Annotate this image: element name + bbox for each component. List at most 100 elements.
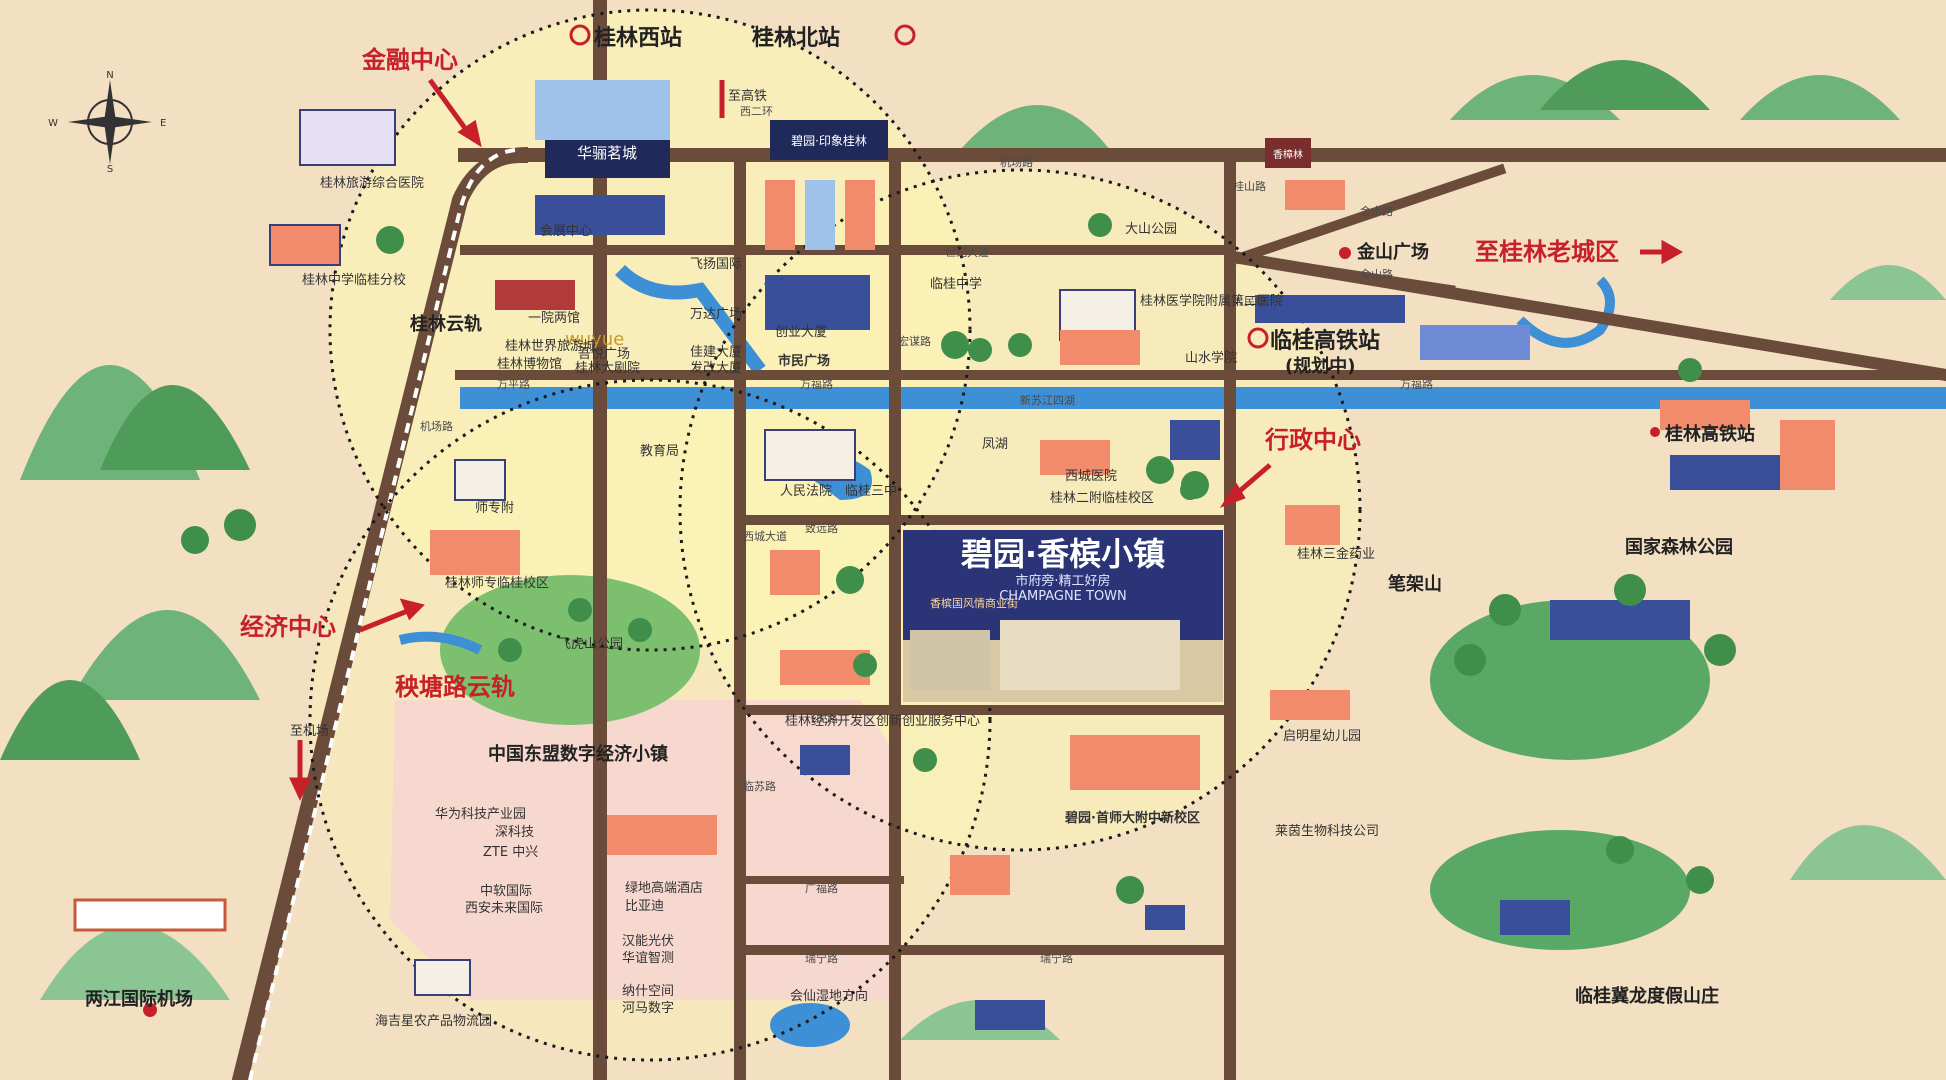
place-asean-town: 中国东盟数字经济小镇: [488, 743, 668, 765]
project-panel[interactable]: 碧园·香槟小镇 市府旁·精工好房 CHAMPAGNE TOWN 香槟国风情商业街: [903, 530, 1223, 702]
road-ruining-right: 瑞宁路: [1040, 951, 1073, 965]
place-haiji: 海吉星农产品物流园: [375, 1014, 492, 1029]
place-byd: 比亚迪: [625, 899, 664, 914]
place-shenke: 深科技: [495, 825, 534, 840]
place-longdu: 临桂冀龙度假山庄: [1575, 985, 1719, 1007]
place-chuangye: 创业大厦: [775, 325, 827, 340]
place-lingui-middle: 临桂中学: [930, 276, 982, 292]
place-tourism-hospital: 桂林旅游综合医院: [320, 176, 424, 191]
admin-center-label: 行政中心: [1264, 426, 1361, 454]
qiutang-rail-label: 秧塘路云轨: [395, 673, 515, 701]
place-qiming: 启明星幼儿园: [1283, 729, 1361, 744]
place-yiyuan: 一院两馆: [528, 311, 580, 326]
poi-dots: [143, 247, 1660, 1017]
impression-label: 碧园·印象桂林: [791, 133, 867, 148]
road-zhiyuan: 致远路: [805, 521, 838, 535]
road-wanfu-right: 万福路: [1400, 377, 1433, 391]
place-nashi: 纳什空间: [622, 984, 674, 999]
guilin-north-label: 桂林北站: [752, 25, 840, 51]
place-medical: 桂林医学院附属第二医院: [1140, 293, 1283, 309]
impression-sign: [770, 120, 888, 160]
road-feihu: 飞虎路: [805, 712, 838, 725]
place-laiyin: 莱茵生物科技公司: [1275, 824, 1379, 839]
guilin-hsr-label: 桂林高铁站: [1664, 423, 1755, 445]
place-hema: 河马数字: [622, 1001, 674, 1016]
road-renmin: 人民路: [1233, 295, 1266, 308]
lingui-hsr-note: (规划中): [1285, 355, 1355, 377]
economy-center-label: 经济中心: [240, 613, 336, 641]
road-west-ring: 西二环: [740, 105, 773, 118]
place-feihong: 飞扬国际: [690, 257, 742, 272]
place-airport: 两江国际机场: [85, 989, 193, 1010]
road-airport-2: 机场路: [420, 419, 453, 433]
place-no2-high: 桂林二附临桂校区: [1050, 490, 1154, 506]
place-dashan-park: 大山公园: [1125, 222, 1177, 237]
place-zte: ZTE 中兴: [483, 845, 538, 860]
xiangyuan-label: 香樟林: [1273, 148, 1303, 161]
road-ruining-left: 瑞宁路: [805, 951, 838, 965]
to-airport-label: 至机场: [290, 724, 329, 739]
compass-s: S: [107, 164, 113, 175]
station-icons: [569, 24, 1269, 349]
to-old-city-label: 至桂林老城区: [1475, 238, 1619, 266]
compass-n: N: [106, 70, 113, 81]
train-icon-2: [894, 24, 916, 46]
place-jinshan-square: 金山广场: [1356, 241, 1429, 263]
place-xian-future: 西安未来国际: [465, 901, 543, 916]
place-court: 人民法院: [780, 484, 832, 499]
train-icon-3: [1247, 327, 1269, 349]
road-lake: 新苏江四湖: [1020, 393, 1075, 407]
buildings: [73, 80, 1835, 1030]
compass-icon: N S E W: [48, 70, 166, 175]
feihu-park-area: [440, 575, 700, 725]
road-guangfu: 广福路: [805, 881, 838, 895]
place-museum: 桂林博物馆: [497, 357, 562, 372]
place-shizhi: 师专附: [475, 501, 514, 516]
place-world-art: 桂林世界旅游城: [505, 339, 596, 354]
radius-rings: [308, 8, 1362, 1062]
place-biyuan-school: 碧园·首师大附中新校区: [1064, 810, 1200, 826]
place-lingui-no3: 临桂三中: [845, 484, 897, 499]
mountains-left: [0, 365, 260, 1000]
road-xicheng: 西城大道: [743, 529, 787, 543]
project-slogan: 市府旁·精工好房: [1015, 573, 1110, 589]
finance-center-label: 金融中心: [361, 46, 458, 74]
place-normal-school: 桂林师专临桂校区: [445, 575, 549, 591]
place-huaxin: 华谊智测: [622, 951, 674, 966]
road-jinshan: 金山路: [1360, 267, 1393, 281]
place-huixian: 会仙湿地方向: [790, 988, 868, 1004]
road-jinshui: 金水路: [1360, 204, 1393, 218]
place-middle-school: 桂林中学临桂分校: [302, 272, 406, 288]
yun-rail-label: 桂林云轨: [409, 313, 482, 335]
road-wanfu-left: 万福路: [800, 377, 833, 391]
project-note: 香槟国风情商业街: [930, 596, 1018, 610]
road-guishan: 桂山路: [1233, 179, 1266, 193]
place-zhongruan: 中软国际: [480, 884, 532, 899]
project-title: 碧园·香槟小镇: [961, 535, 1165, 573]
place-wanda: 万达广场: [690, 307, 742, 322]
yun-rail-line: [248, 148, 516, 1080]
place-wuyue: wuyue: [565, 329, 624, 350]
road-linsu: 临苏路: [743, 779, 776, 793]
huali-label: 华骊茗城: [577, 144, 637, 162]
place-feng-lake: 凤湖: [982, 437, 1008, 452]
place-hanneng: 汉能光伏: [622, 934, 674, 949]
road-hongxia: 宏谋路: [898, 334, 931, 348]
compass-w: W: [48, 118, 58, 129]
place-fagai: 发改大厦: [690, 360, 742, 376]
project-english: CHAMPAGNE TOWN: [999, 589, 1127, 604]
place-dev-zone: 桂林经济开发区创新创业服务中心: [785, 713, 980, 729]
place-bijiashan: 笔架山: [1388, 573, 1442, 595]
arrows: [289, 78, 1684, 801]
place-forest-park: 国家森林公园: [1625, 536, 1733, 558]
place-citizen-square: 市民广场: [778, 353, 830, 369]
road-century: 世纪大道: [945, 245, 989, 259]
xiangyuan-sign: [1265, 138, 1311, 168]
place-xiangyue: 吾悦广场: [578, 347, 630, 362]
place-feihu-park: 飞虎山公园: [558, 637, 623, 652]
place-lvdi: 绿地高端酒店: [625, 880, 703, 896]
road-wanping: 万平路: [497, 378, 530, 391]
place-jiaoyuju: 教育局: [640, 443, 679, 459]
lingui-hsr-label: 临桂高铁站: [1270, 328, 1380, 354]
